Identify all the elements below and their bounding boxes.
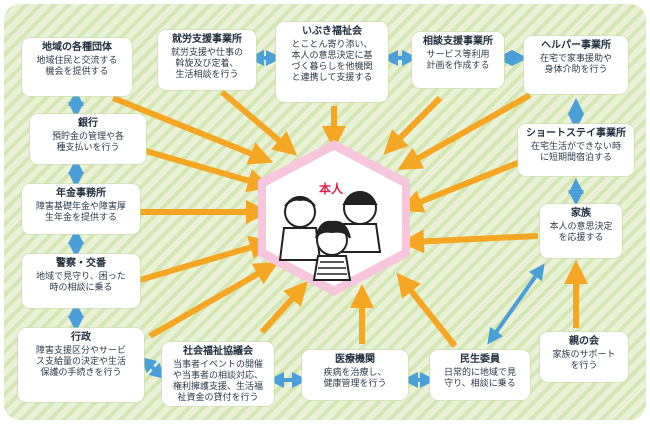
node-title: 医療機関 <box>335 354 375 365</box>
node-shortstay: ショートステイ事業所 在宅生活ができない時 に短期間宿泊する <box>518 124 634 176</box>
node-desc: 日常的に地域で見 守り、相談に乗る <box>443 368 516 389</box>
node-title: ショートステイ事業所 <box>526 128 626 139</box>
node-desc: 在宅生活ができない時 に短期間宿泊する <box>530 142 621 163</box>
node-title: 地域の各種団体 <box>42 42 112 53</box>
arrow-shortstay-to-center <box>398 155 532 213</box>
arrow-chiiki-to-center <box>111 95 274 165</box>
arrow-ginko-to-center <box>141 147 272 193</box>
arrow-keisatsu-to-center <box>139 235 274 283</box>
link-minsei-kazoku <box>487 263 545 345</box>
node-desc: 在宅で家事援助や 身体介助を行う <box>539 54 612 75</box>
node-desc: 疾病を治療し、 健康管理を行う <box>323 368 387 389</box>
node-desc: サービス等利用 計画を作成する <box>426 50 490 71</box>
blue-arrows <box>68 50 584 388</box>
node-shakyo: 社会福祉協議会 当事者イベントの開催 や当事者の相談対応、 権利擁護支援、生活福… <box>162 342 274 406</box>
node-title: 銀行 <box>78 118 98 129</box>
node-gyosei: 行政 障害支援区分やサービ ス支給量の決定や生活 保護の手続きを行う <box>18 328 144 402</box>
node-desc: 地域で見守り、困った 時の相談に乗る <box>36 272 126 293</box>
arrow-helper-to-center <box>397 92 532 170</box>
node-desc: 預貯金の管理や各 種支払いを行う <box>51 132 124 153</box>
node-desc: 障害支援区分やサービ ス支給量の決定や生活 保護の手続きを行う <box>35 346 126 378</box>
node-helper: ヘルパー事業所 在宅で家事援助や 身体介助を行う <box>524 36 628 94</box>
node-title: ヘルパー事業所 <box>541 40 611 51</box>
arrow-shuro-to-center <box>220 89 298 156</box>
node-title: 民生委員 <box>460 354 500 365</box>
node-kazoku: 家族 本人の意思決定 を応援する <box>540 204 622 258</box>
node-desc: 当事者イベントの開催 や当事者の相談対応、 権利擁護支援、生活福 祉資金の貸付を… <box>172 360 263 403</box>
node-desc: とことん寄り添い、 本人の意思決定に基 づく暮らしを他機関 と連携して支援する <box>291 40 373 83</box>
node-title: 年金事務所 <box>56 188 106 199</box>
orange-arrows <box>111 89 588 348</box>
family-icon <box>278 191 382 281</box>
node-desc: 地域住民と交流する 機会を提供する <box>36 56 118 77</box>
node-title: 家族 <box>571 208 591 219</box>
node-desc: 家族のサポート を行う <box>552 350 616 371</box>
node-ibuki: いぶき福祉会 とことん寄り添い、 本人の意思決定に基 づく暮らしを他機関 と連携… <box>276 22 388 102</box>
arrow-soudan-to-center <box>383 95 443 155</box>
node-desc: 障害基礎年金や障害厚 生年金を提供する <box>35 202 126 223</box>
node-keisatsu: 警察・交番 地域で見守り、困った 時の相談に乗る <box>22 254 140 308</box>
arrow-shakyo-to-center <box>259 281 309 335</box>
node-soudan: 相談支援事業所 サービス等利用 計画を作成する <box>412 32 504 88</box>
node-title: 行政 <box>71 332 91 343</box>
node-shuro: 就労支援事業所 就労支援や仕事の 斡旋及び定着、 生活相談を行う <box>158 30 256 90</box>
arrow-kazoku-to-center <box>400 229 539 254</box>
node-iryo: 医療機関 疾病を治療し、 健康管理を行う <box>302 350 408 400</box>
node-desc: 就労支援や仕事の 斡旋及び定着、 生活相談を行う <box>170 48 243 80</box>
node-title: 就労支援事業所 <box>172 34 242 45</box>
arrow-gyosei-to-center <box>148 262 279 339</box>
node-chiiki: 地域の各種団体 地域住民と交流する 機会を提供する <box>22 38 132 96</box>
node-title: いぶき福祉会 <box>302 26 362 37</box>
node-oya: 親の会 家族のサポート を行う <box>540 332 628 382</box>
arrow-minsei-to-center <box>396 272 458 348</box>
node-title: 警察・交番 <box>56 258 106 269</box>
node-title: 相談支援事業所 <box>423 36 493 47</box>
node-desc: 本人の意思決定 を応援する <box>549 222 613 243</box>
node-minsei: 民生委員 日常的に地域で見 守り、相談に乗る <box>430 350 530 400</box>
link-gyosei-shakyo <box>139 356 167 380</box>
center-label: 本人 <box>318 182 343 196</box>
node-nenkin: 年金事務所 障害基礎年金や障害厚 生年金を提供する <box>22 184 140 234</box>
node-ginko: 銀行 預貯金の管理や各 種支払いを行う <box>30 114 146 164</box>
node-title: 親の会 <box>569 336 599 347</box>
node-title: 社会福祉協議会 <box>183 346 253 357</box>
